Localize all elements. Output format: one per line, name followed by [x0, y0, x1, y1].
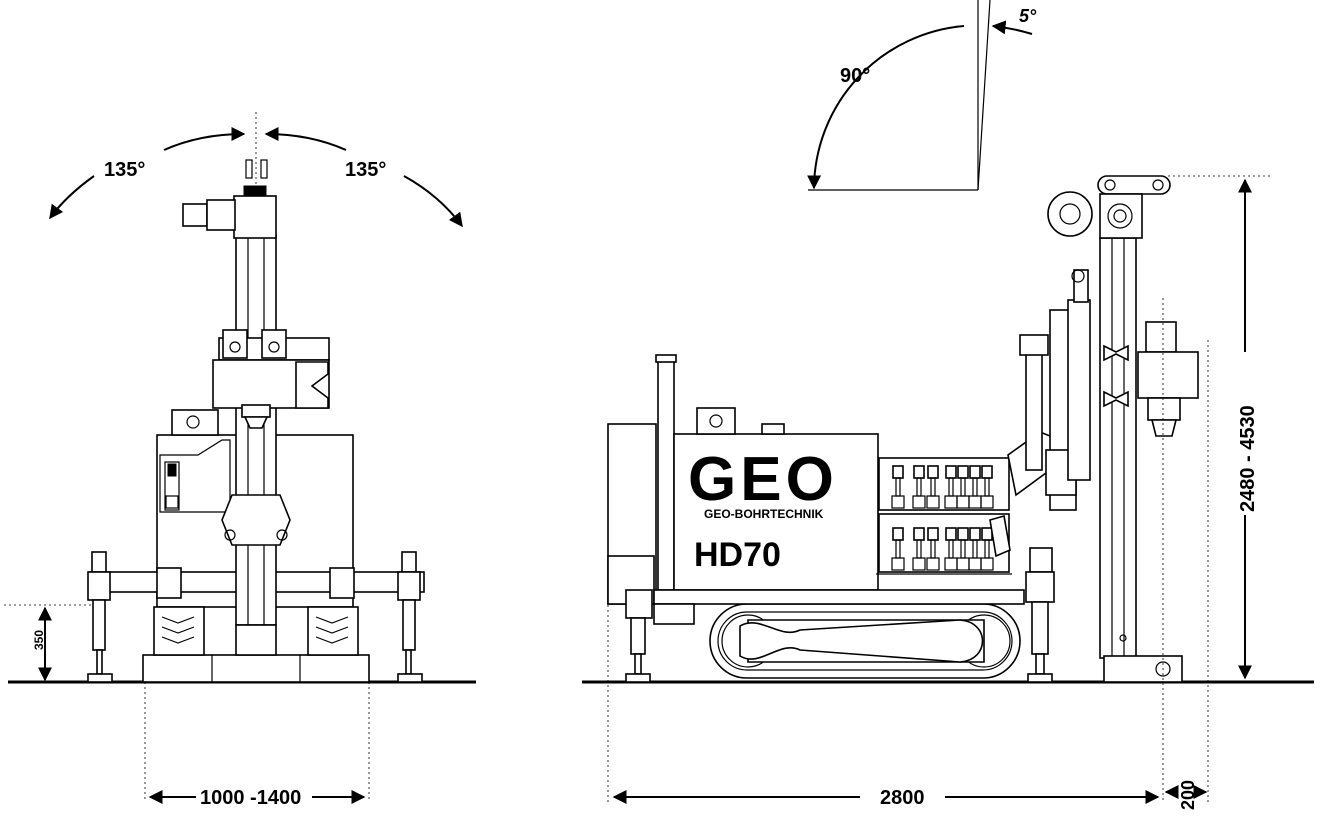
tilt-back-arrow	[807, 25, 965, 190]
front-top-drive	[233, 195, 277, 239]
track-width-dimension	[196, 786, 312, 808]
side-mast	[1099, 237, 1137, 659]
track-width-label: 1000 -1400	[200, 787, 301, 809]
side-control-panel	[876, 457, 1012, 575]
tilt-forward-line	[977, 0, 991, 191]
length-dimension	[860, 786, 945, 808]
front-mast	[235, 234, 277, 626]
mast-offset-label: 200	[1178, 780, 1198, 810]
logo-subtext: GEO-BOHRTECHNIK	[704, 507, 824, 521]
tilt-forward-arrow	[991, 20, 1033, 35]
side-rotary-head	[1145, 321, 1177, 353]
left-slew-arrow-lower	[49, 175, 95, 220]
front-right-jack	[401, 551, 417, 573]
right-slew-arrow-lower	[403, 175, 463, 228]
left-slew-arrow-upper	[163, 127, 246, 151]
length-label: 2800	[880, 787, 925, 809]
right-slew-arrow-upper	[264, 127, 347, 151]
side-front-outrigger	[1029, 547, 1053, 573]
front-base-plate	[142, 654, 370, 683]
front-view-machine: 135° 135° 350 1000 -1400	[4, 112, 463, 809]
right-angle-label: 135°	[345, 159, 386, 181]
tilt-back-angle-label: 90°	[840, 65, 870, 87]
side-rear-outrigger	[625, 589, 653, 619]
left-angle-label: 135°	[104, 159, 145, 181]
front-left-jack	[91, 551, 107, 573]
outrigger-height-label: 350	[32, 630, 46, 650]
side-view-machine: GEO GEO-BOHRTECHNIK HD70	[607, 0, 1270, 810]
front-left-track	[153, 606, 205, 656]
height-label: 2480 - 4530	[1237, 405, 1259, 512]
tilt-forward-angle-label: 5°	[1019, 6, 1037, 26]
logo-text: GEO	[688, 445, 838, 514]
model-name: HD70	[694, 536, 781, 574]
geo-logo: GEO GEO-BOHRTECHNIK	[688, 445, 838, 521]
side-chassis	[653, 589, 1025, 605]
front-right-track	[307, 606, 359, 656]
height-dimension	[1232, 352, 1258, 515]
